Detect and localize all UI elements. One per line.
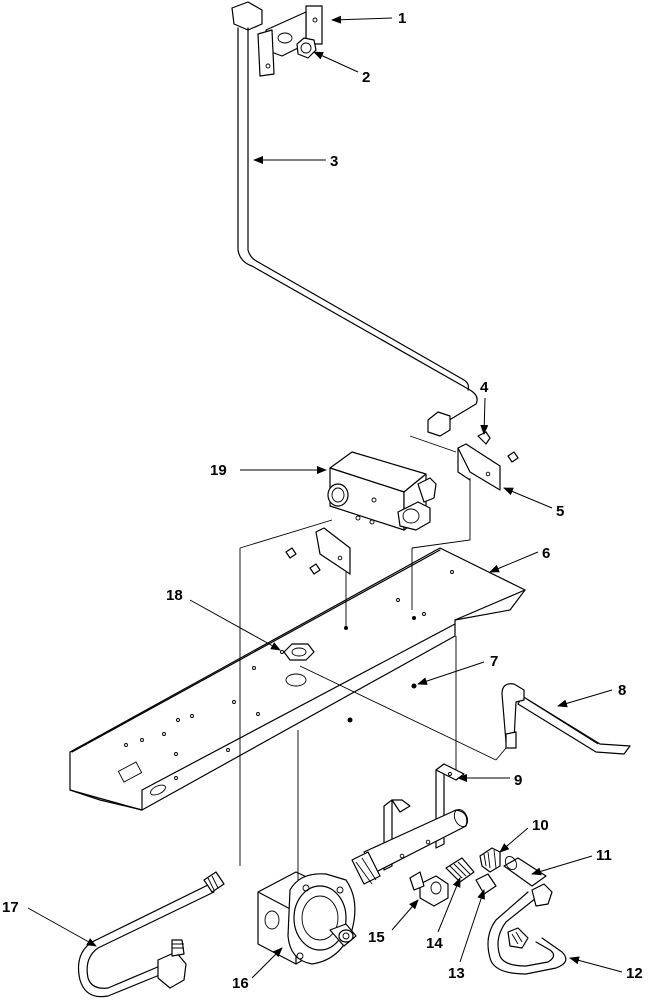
callout-3: 3 xyxy=(330,153,338,170)
part-15-valve xyxy=(409,871,449,907)
part-11-fitting xyxy=(503,855,547,887)
callout-14: 14 xyxy=(426,935,443,952)
callout-15: 15 xyxy=(368,929,385,946)
part-3-supply-tube xyxy=(231,1,478,437)
callout-6: 6 xyxy=(542,545,550,562)
callout-5: 5 xyxy=(556,503,564,520)
callout-17: 17 xyxy=(2,899,19,916)
part-10-orifice xyxy=(479,847,501,873)
part-6-top-panel xyxy=(69,547,526,811)
callout-labels: 1 2 3 4 5 6 7 8 9 10 11 12 13 14 15 16 1… xyxy=(2,10,643,992)
part-19-manifold-block xyxy=(327,451,437,531)
callout-7: 7 xyxy=(490,653,498,670)
manifold-pipe xyxy=(351,809,469,885)
callout-16: 16 xyxy=(232,975,249,992)
callout-9: 9 xyxy=(514,772,522,789)
callout-18: 18 xyxy=(166,587,183,604)
callout-12: 12 xyxy=(626,965,643,982)
callout-11: 11 xyxy=(596,847,612,864)
construction-lines xyxy=(239,435,507,880)
part-8-igniter xyxy=(501,683,631,755)
part-17-lower-tube xyxy=(77,871,225,998)
callout-10: 10 xyxy=(532,817,549,834)
part-12-curved-tube xyxy=(487,883,567,975)
callout-19: 19 xyxy=(210,462,227,479)
part-7-screw xyxy=(344,616,417,723)
part-18-center-nut xyxy=(283,643,315,687)
part-16-regulator xyxy=(257,871,357,965)
part-13-sleeve xyxy=(475,873,497,895)
callout-4: 4 xyxy=(480,379,489,396)
callout-13: 13 xyxy=(448,965,465,982)
left-small-bracket xyxy=(285,527,351,575)
leader-lines xyxy=(27,15,623,979)
part-1-bracket xyxy=(257,5,323,77)
callout-1: 1 xyxy=(398,10,406,27)
part-5-side-bracket xyxy=(457,431,519,491)
callout-8: 8 xyxy=(618,682,626,699)
part-2-nut xyxy=(296,37,317,59)
callout-2: 2 xyxy=(362,69,370,86)
